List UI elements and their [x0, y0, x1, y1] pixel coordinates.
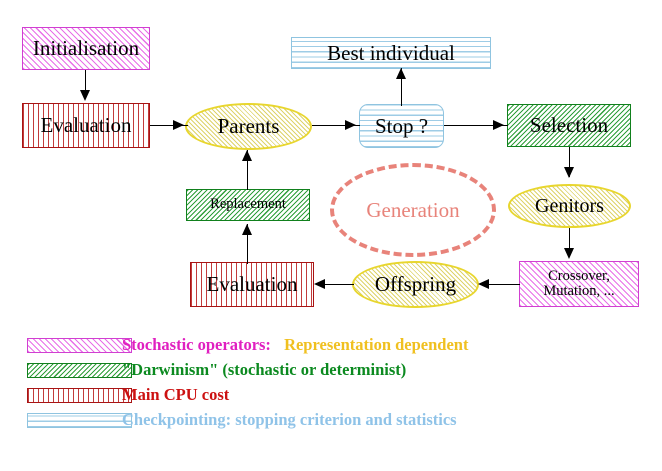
- legend-swatch-magenta-hatch: [27, 338, 132, 353]
- node-genitors-label: Genitors: [535, 194, 604, 217]
- node-evaluation-bottom-label: Evaluation: [206, 272, 298, 297]
- legend-label-main-cpu-cost: Main CPU cost: [122, 385, 229, 405]
- edge-stop-to-selection: [444, 125, 508, 127]
- arrowhead-parents-to-stop: [345, 120, 356, 130]
- node-stop[interactable]: Stop ?: [359, 104, 444, 148]
- node-offspring-label: Offspring: [374, 272, 457, 297]
- legend-text-primary: Checkpointing: stopping criterion and st…: [122, 410, 457, 429]
- node-generation: Generation: [330, 163, 496, 257]
- arrowhead-evaluation-to-replacement: [242, 224, 252, 235]
- node-offspring[interactable]: Offspring: [352, 261, 479, 308]
- edge-evaluation-to-parents: [150, 125, 188, 127]
- legend: Stochastic operators: Representation dep…: [0, 335, 662, 438]
- arrowhead-evaluation-to-parents: [173, 120, 184, 130]
- edge-parents-to-stop: [312, 125, 360, 127]
- node-crossover-mutation-label: Crossover, Mutation, ...: [543, 267, 615, 299]
- node-selection[interactable]: Selection: [507, 104, 631, 147]
- node-stop-label: Stop ?: [374, 113, 429, 138]
- node-generation-label: Generation: [366, 197, 460, 222]
- legend-label-darwinism: "Darwinism" (stochastic or determinist): [122, 360, 406, 380]
- arrowhead-crossover-to-offspring: [478, 279, 489, 289]
- arrowhead-selection-to-genitors: [564, 167, 574, 178]
- edge-offspring-to-evaluation: [316, 284, 354, 286]
- arrowhead-initialisation-to-evaluation: [80, 90, 90, 101]
- node-initialisation-label: Initialisation: [32, 36, 140, 61]
- arrowhead-stop-to-selection: [493, 120, 504, 130]
- legend-row: Stochastic operators: Representation dep…: [0, 335, 662, 363]
- node-parents-label: Parents: [217, 114, 280, 139]
- node-selection-label: Selection: [529, 113, 609, 138]
- legend-text-primary: Main CPU cost: [122, 385, 230, 404]
- node-crossover-mutation[interactable]: Crossover, Mutation, ...: [519, 261, 639, 307]
- arrowhead-stop-to-best-individual: [396, 68, 406, 79]
- legend-label-stochastic-operators: Stochastic operators: Representation dep…: [122, 335, 468, 355]
- arrowhead-replacement-to-parents: [242, 150, 252, 161]
- arrowhead-offspring-to-evaluation: [314, 279, 325, 289]
- legend-swatch-red-stripes: [27, 388, 132, 403]
- node-replacement-label: Replacement: [210, 196, 286, 213]
- node-evaluation-top-label: Evaluation: [40, 113, 132, 138]
- node-genitors[interactable]: Genitors: [508, 184, 631, 228]
- edge-crossover-to-offspring: [480, 284, 520, 286]
- node-initialisation[interactable]: Initialisation: [22, 27, 150, 70]
- node-best-individual[interactable]: Best individual: [291, 37, 491, 69]
- legend-swatch-green-hatch: [27, 363, 132, 378]
- edge-selection-to-genitors: [569, 147, 571, 177]
- legend-row: Checkpointing: stopping criterion and st…: [0, 410, 662, 438]
- arrowhead-genitors-to-crossover: [564, 248, 574, 259]
- legend-text-primary: "Darwinism" (stochastic or determinist): [122, 360, 407, 379]
- edge-initialisation-to-evaluation: [85, 70, 87, 94]
- edge-genitors-to-crossover: [569, 228, 571, 256]
- legend-label-checkpointing: Checkpointing: stopping criterion and st…: [122, 410, 457, 430]
- node-evaluation-bottom[interactable]: Evaluation: [190, 262, 314, 307]
- node-evaluation-top[interactable]: Evaluation: [22, 103, 150, 148]
- legend-text-secondary: Representation dependent: [284, 335, 469, 354]
- node-parents[interactable]: Parents: [185, 103, 312, 150]
- legend-text-primary: Stochastic operators:: [122, 335, 271, 354]
- legend-swatch-blue-stripes: [27, 413, 132, 428]
- legend-row: "Darwinism" (stochastic or determinist): [0, 360, 662, 388]
- node-best-individual-label: Best individual: [327, 40, 455, 65]
- edge-evaluation-to-replacement: [247, 224, 249, 264]
- edge-replacement-to-parents: [247, 150, 249, 190]
- node-replacement[interactable]: Replacement: [186, 189, 310, 221]
- edge-stop-to-best-individual: [401, 68, 403, 106]
- legend-row: Main CPU cost: [0, 385, 662, 413]
